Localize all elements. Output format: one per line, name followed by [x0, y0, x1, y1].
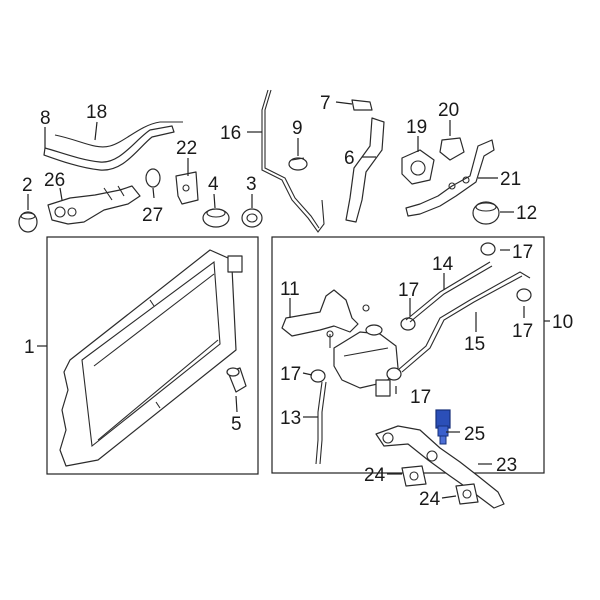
callout-18: 18: [86, 102, 107, 123]
coolant-temperature-sensor: [435, 409, 451, 445]
callout-26: 26: [44, 170, 65, 191]
reservoir-drain-hose: [315, 381, 323, 465]
callout-17-top: 17: [512, 242, 533, 263]
callout-9: 9: [292, 118, 303, 139]
drain-plug: [18, 211, 38, 233]
radiator-cap: [202, 208, 230, 228]
callout-7: 7: [320, 93, 331, 114]
water-pipe: [405, 139, 495, 217]
reservoir-hose-long: [397, 271, 531, 371]
pipe-gasket-left: [401, 465, 427, 487]
outlet-gasket: [439, 137, 465, 161]
callout-23: 23: [496, 455, 517, 476]
callout-17-lower: 17: [410, 387, 431, 408]
clamp-17-lower: [386, 367, 402, 381]
callout-19: 19: [406, 117, 427, 138]
callout-17-left: 17: [280, 364, 301, 385]
callout-25: 25: [464, 424, 485, 445]
callout-24-right: 24: [419, 489, 441, 510]
pipe-gasket-right: [455, 483, 479, 505]
level-sensor: [375, 379, 391, 397]
callout-1: 1: [24, 337, 35, 358]
o-ring-gasket: [145, 168, 161, 188]
callout-15: 15: [464, 334, 485, 355]
callout-5: 5: [231, 414, 242, 435]
callout-17-right: 17: [512, 321, 533, 342]
water-outlet: [401, 149, 435, 185]
radiator-lower-hose: [345, 117, 385, 223]
callout-4: 4: [208, 174, 219, 195]
coolant-reservoir-tank: [333, 324, 399, 389]
callout-3: 3: [246, 174, 257, 195]
clamp-17-top: [480, 242, 496, 256]
callout-12: 12: [516, 203, 537, 224]
callout-24-left: 24: [364, 465, 386, 486]
hose-clamp: [288, 157, 308, 171]
callout-21: 21: [500, 169, 521, 190]
callout-16: 16: [220, 123, 241, 144]
reservoir-cap-top: [472, 201, 500, 225]
callout-11: 11: [280, 279, 300, 300]
reservoir-bracket: [281, 289, 370, 348]
reservoir-hose-upper: [405, 261, 491, 321]
radiator-upper-hose: [43, 121, 183, 171]
clamp-17-left: [310, 369, 326, 383]
callout-27: 27: [142, 205, 163, 226]
callout-labels: 8 18 2 26 27 22 4 3 16 9 7 6 19 20 21 12…: [22, 93, 573, 510]
callout-10: 10: [552, 312, 573, 333]
callout-13: 13: [280, 408, 301, 429]
callout-14: 14: [432, 254, 454, 275]
callout-17-mid: 17: [398, 280, 419, 301]
radiator-group-box: [46, 236, 259, 475]
radiator: [59, 249, 243, 467]
callout-6: 6: [344, 148, 355, 169]
hose-clamp-upper: [351, 99, 373, 111]
leader-lines: [27, 101, 550, 499]
overflow-tube: [261, 89, 325, 233]
callout-20: 20: [438, 100, 459, 121]
callout-22: 22: [176, 138, 197, 159]
drain-cock: [226, 367, 247, 393]
thermostat-housing: [47, 185, 141, 225]
cap-seal: [241, 208, 263, 228]
callout-8: 8: [40, 108, 51, 129]
mounting-bracket: [175, 171, 199, 205]
callout-2: 2: [22, 175, 33, 196]
clamp-17-right: [516, 288, 532, 302]
